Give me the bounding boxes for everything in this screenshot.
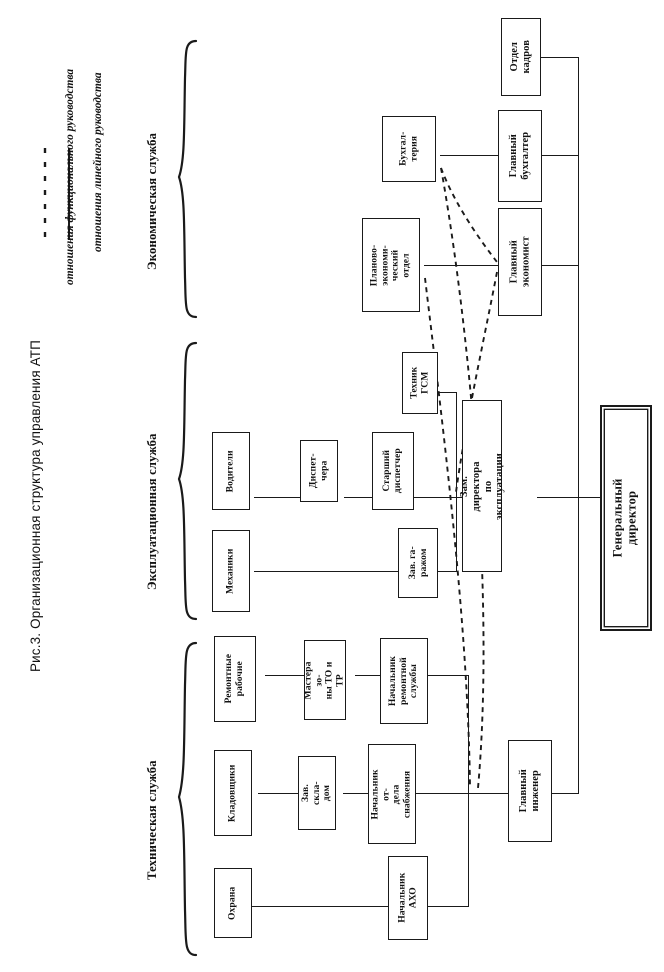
node-chief-accountant-label: Главный бухгалтер xyxy=(508,132,532,180)
connector-root-stub xyxy=(578,497,606,499)
node-dispatchers-label: Диспет- чера xyxy=(307,453,329,489)
node-garage-head-label: Зав. га- ражом xyxy=(406,546,428,580)
group-label-economic: Экономическая служба xyxy=(145,132,159,270)
node-mechanics[interactable]: Механики xyxy=(212,530,250,612)
connector-tech-aho-head xyxy=(425,906,469,908)
dashed-accounting-to-chief-economist xyxy=(440,167,498,263)
node-deputy-ops-label: Зам. директора по эксплуатации xyxy=(458,452,505,520)
group-label-operations: Эксплуатационная служба xyxy=(145,433,159,590)
connector-chief-economist-planning xyxy=(424,265,498,267)
connector-tech-repair-head xyxy=(425,675,469,677)
node-deputy-ops[interactable]: Зам. директора по эксплуатации xyxy=(459,400,505,572)
node-warehouse-head[interactable]: Зав. скла- дом xyxy=(298,756,336,830)
node-security-label: Охрана xyxy=(226,886,238,920)
connector-spine-main xyxy=(578,57,580,794)
node-repair-workers[interactable]: Ремонтные рабочие xyxy=(214,636,256,722)
legend-swatch-solid xyxy=(68,148,70,240)
connector-root-chief-accountant xyxy=(537,155,579,157)
connector-root-deputy-ops xyxy=(537,497,579,499)
connector-aho-head-security xyxy=(252,906,427,908)
node-drivers-label: Водители xyxy=(224,450,236,492)
node-hr[interactable]: Отдел кадров xyxy=(501,18,541,96)
node-accounting-label: Бухгал- терия xyxy=(397,131,419,167)
node-mechanics-label: Механики xyxy=(224,548,236,594)
connector-root-chief-economist xyxy=(537,265,579,267)
legend-label-solid: отношения линейного руководства xyxy=(92,72,104,252)
node-fuel-tech-label: Техник ГСМ xyxy=(408,366,430,400)
node-aho-head[interactable]: Начальник АХО xyxy=(388,856,428,940)
node-chief-economist[interactable]: Главный экономист xyxy=(498,208,542,316)
node-repair-workers-label: Ремонтные рабочие xyxy=(223,654,245,704)
brace-operations xyxy=(177,341,198,621)
connector-dispatchers-drivers xyxy=(254,497,334,499)
legend-label-dashed: отношения функционального руководства xyxy=(64,68,76,285)
node-supply-head-label: Начальник от- дела снабжения xyxy=(369,768,413,820)
node-repair-head[interactable]: Начальник ремонтной службы xyxy=(380,638,428,724)
connector-tech-supply-head xyxy=(412,793,469,795)
node-planning-dept-label: Планово- экономи- ческий отдел xyxy=(368,244,412,286)
node-accounting[interactable]: Бухгал- терия xyxy=(382,116,436,182)
node-planning-dept[interactable]: Планово- экономи- ческий отдел xyxy=(362,218,420,312)
node-supply-head[interactable]: Начальник от- дела снабжения xyxy=(368,744,416,844)
node-drivers[interactable]: Водители xyxy=(212,432,250,510)
figure-caption: Рис.3. Организационная структура управле… xyxy=(28,340,43,672)
connector-tech-subspine xyxy=(468,675,470,907)
brace-technical xyxy=(177,641,198,957)
group-label-technical: Техническая служба xyxy=(145,760,159,880)
node-chief-engineer[interactable]: Главный инженер xyxy=(508,740,552,842)
node-dispatchers[interactable]: Диспет- чера xyxy=(300,440,338,502)
node-storekeepers[interactable]: Кладовщики xyxy=(214,750,252,836)
node-root-label: Генеральный директор xyxy=(611,478,639,558)
connector-chief-engineer-stub xyxy=(468,793,506,795)
node-hr-label: Отдел кадров xyxy=(509,40,532,74)
node-senior-dispatch-label: Старший диспетчер xyxy=(381,448,404,494)
connector-ops-senior-dispatch xyxy=(410,497,457,499)
legend-swatch-dashed xyxy=(43,148,47,240)
connector-ops-subspine xyxy=(456,392,458,572)
node-chief-engineer-label: Главный инженер xyxy=(518,769,541,813)
node-chief-accountant[interactable]: Главный бухгалтер xyxy=(498,110,542,202)
node-security[interactable]: Охрана xyxy=(214,868,252,938)
node-senior-dispatch[interactable]: Старший диспетчер xyxy=(372,432,414,510)
connector-masters-repair-workers xyxy=(265,675,341,677)
node-to-tr-masters[interactable]: Мастера зо- ны ТО и ТР xyxy=(302,640,346,720)
node-root[interactable]: Генеральный директор xyxy=(600,405,652,631)
connector-root-hr xyxy=(537,57,579,59)
node-to-tr-masters-label: Мастера зо- ны ТО и ТР xyxy=(302,661,346,699)
node-storekeepers-label: Кладовщики xyxy=(226,764,238,822)
node-garage-head[interactable]: Зав. га- ражом xyxy=(398,528,438,598)
connector-garage-head-mechanics xyxy=(254,571,424,573)
node-warehouse-head-label: Зав. скла- дом xyxy=(299,781,333,805)
brace-economic xyxy=(177,39,198,319)
connector-warehouse-storekeepers xyxy=(258,793,330,795)
node-aho-head-label: Начальник АХО xyxy=(396,872,419,924)
node-chief-economist-label: Главный экономист xyxy=(508,236,531,288)
node-repair-head-label: Начальник ремонтной службы xyxy=(386,655,420,707)
node-fuel-tech[interactable]: Техник ГСМ xyxy=(402,352,438,414)
connector-chief-accountant-accounting xyxy=(440,155,498,157)
